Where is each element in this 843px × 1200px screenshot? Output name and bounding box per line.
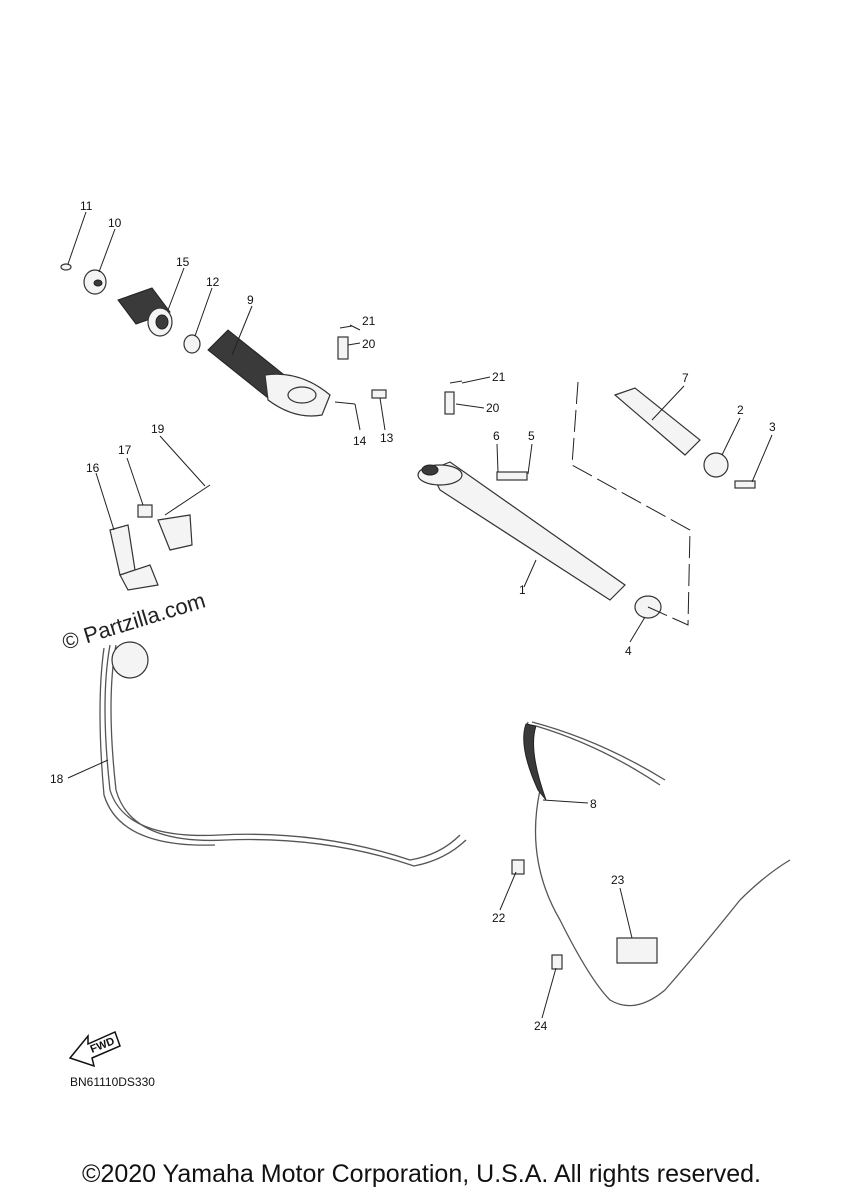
callout-13: 13 (380, 431, 394, 445)
callout-9: 9 (247, 293, 254, 307)
part-7-grip (613, 387, 701, 456)
callout-11: 11 (80, 199, 93, 213)
part-12-shape (183, 334, 201, 354)
callout-17: 17 (118, 443, 132, 457)
part-code: BN61110DS330 (70, 1075, 155, 1089)
callout-2: 2 (737, 403, 744, 417)
callout-6: 6 (493, 429, 500, 443)
part-16-bracket (109, 524, 136, 576)
callout-22: 22 (492, 911, 506, 925)
callout-18: 18 (50, 772, 64, 786)
part-24-clip (551, 954, 563, 970)
callout-4: 4 (625, 644, 632, 658)
callout-16: 16 (86, 461, 100, 475)
part-2-weight (703, 452, 729, 478)
part-5-6-bolt (496, 471, 528, 481)
callout-14: 14 (353, 434, 367, 448)
callout-20-right: 20 (486, 401, 500, 415)
callout-7: 7 (682, 371, 689, 385)
callout-1: 1 (519, 583, 526, 597)
part-17-clip (137, 504, 153, 518)
part-1-handlebar (429, 461, 626, 601)
leader-lines (67, 211, 773, 1019)
part-22-clip (511, 859, 525, 875)
handlebar-assembly (417, 380, 756, 626)
part-20-bolt (337, 336, 349, 360)
callout-5: 5 (528, 429, 535, 443)
callouts: 11 10 15 12 9 21 20 14 13 21 20 6 5 7 2 … (50, 199, 776, 1033)
callout-21-left: 21 (362, 314, 376, 328)
callout-15: 15 (176, 255, 190, 269)
fwd-arrow-icon: FWD (68, 1030, 121, 1068)
bracket-parts (109, 484, 211, 591)
part-11-shape (60, 263, 72, 271)
callout-21-right: 21 (492, 370, 506, 384)
part-18-cable (104, 644, 461, 861)
throttle-grip-assembly (60, 263, 387, 417)
copyright-notice: ©2020 Yamaha Motor Corporation, U.S.A. A… (82, 1160, 761, 1188)
callout-24: 24 (534, 1019, 548, 1033)
callout-19: 19 (151, 422, 165, 436)
part-20-bolt-right (444, 391, 455, 415)
callout-8: 8 (590, 797, 597, 811)
cables (99, 641, 791, 1007)
part-23-guide (616, 937, 658, 964)
callout-10: 10 (108, 216, 122, 230)
part-19-holder (157, 514, 193, 551)
part-3-screw (734, 480, 756, 489)
callout-23: 23 (611, 873, 625, 887)
callout-3: 3 (769, 420, 776, 434)
callout-20-left: 20 (362, 337, 376, 351)
part-13-screw (371, 389, 387, 399)
callout-12: 12 (206, 275, 220, 289)
